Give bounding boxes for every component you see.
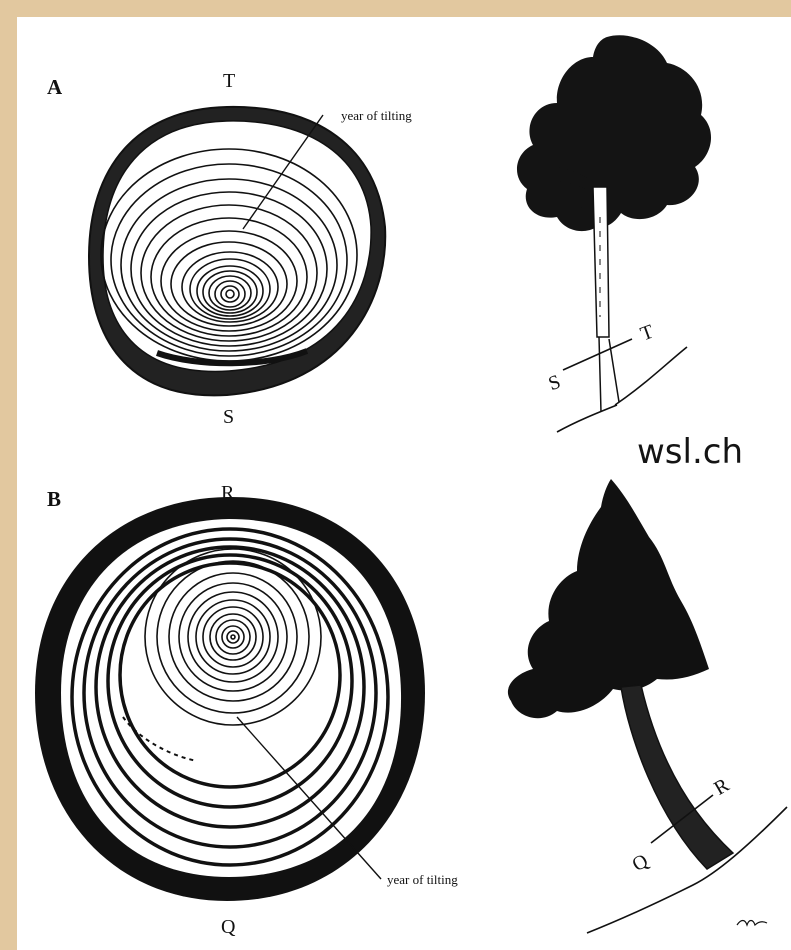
trunk-a bbox=[593, 187, 609, 337]
figure-panel: A T S year of tilting S T B R Q year of … bbox=[17, 17, 791, 950]
watermark: wsl.ch bbox=[637, 435, 743, 469]
panel-b-letter: B bbox=[47, 489, 61, 510]
tree-ring-illustration bbox=[17, 17, 791, 950]
panel-b-annotation: year of tilting bbox=[387, 873, 458, 886]
panel-a-top-label: T bbox=[223, 71, 235, 91]
crown-b bbox=[508, 479, 709, 718]
panel-a-bottom-label: S bbox=[223, 407, 234, 427]
cross-section-b bbox=[35, 497, 425, 901]
panel-b-top-label: R bbox=[221, 483, 234, 503]
cross-section-a bbox=[89, 107, 385, 395]
panel-b-bottom-label: Q bbox=[221, 917, 235, 937]
panel-a-letter: A bbox=[47, 77, 62, 98]
panel-a-annotation: year of tilting bbox=[341, 109, 412, 122]
crown-a bbox=[517, 35, 711, 231]
upright-tree bbox=[517, 35, 711, 432]
